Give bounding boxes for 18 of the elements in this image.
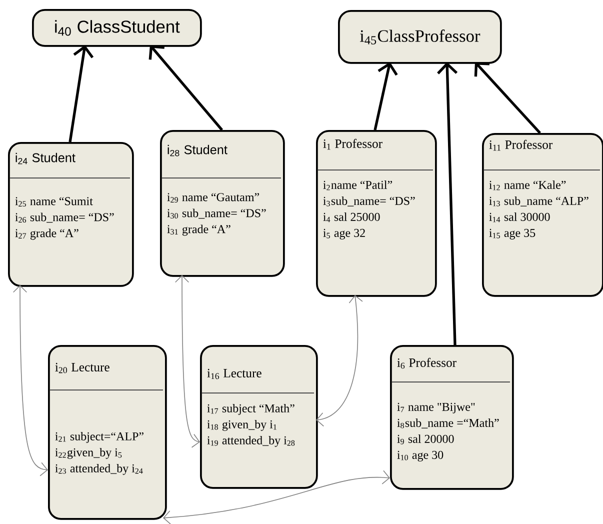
arrow [474,62,541,134]
arrow [68,45,94,142]
arrow [316,295,363,427]
arrow [12,285,48,476]
object-box: i$_{24}$ Student i$_{25}$ name “Sumit i$_{26}$ sub_name= “DS” i$_{27}$ grade “A” [8,142,134,287]
object-box: i$_{28}$ Student i$_{29}$ name “Gautam” i$_{30}$ sub_name= “DS” i$_{31}$ grade “A” [160,130,285,277]
class-box: i$_{45}$ClassProfessor [338,10,502,64]
arrow [148,45,224,131]
arrow [163,470,390,524]
object-box: i$_{16}$ Lecture i$_{17}$ subject “Math” i$_{18}$ given_by i$_{1}$ i$_{19}$ attended_by i$_{28}$ [200,345,318,489]
object-box: i$_{6}$ Professor i$_{7}$ name "Bijwe" i$_{8}$sub_name =“Math” i$_{9}$ sal 20000 i$_{10}$ age 30 [390,345,514,490]
arrow [437,62,458,346]
object-box: i$_{20}$ Lecture i$_{21}$ subject=“ALP” i$_{22}$given_by i$_{5}$ i$_{23}$ attended_by i$_{24}$ [48,345,167,520]
class-box: i$_{40}$ ClassStudent [32,9,202,47]
object-box: i$_{1}$ Professor i$_{2}$name “Patil” i$_{3}$sub_name= “DS” i$_{4}$ sal 25000 i$_{5}$ age 32 [316,130,437,297]
object-box: i$_{11}$ Professor i$_{12}$ name “Kale” i$_{13}$ sub_name “ALP” i$_{14}$ sal 30000 i$_{15}$ age 35 [482,133,603,297]
arrow [374,62,398,130]
arrow [174,275,200,448]
